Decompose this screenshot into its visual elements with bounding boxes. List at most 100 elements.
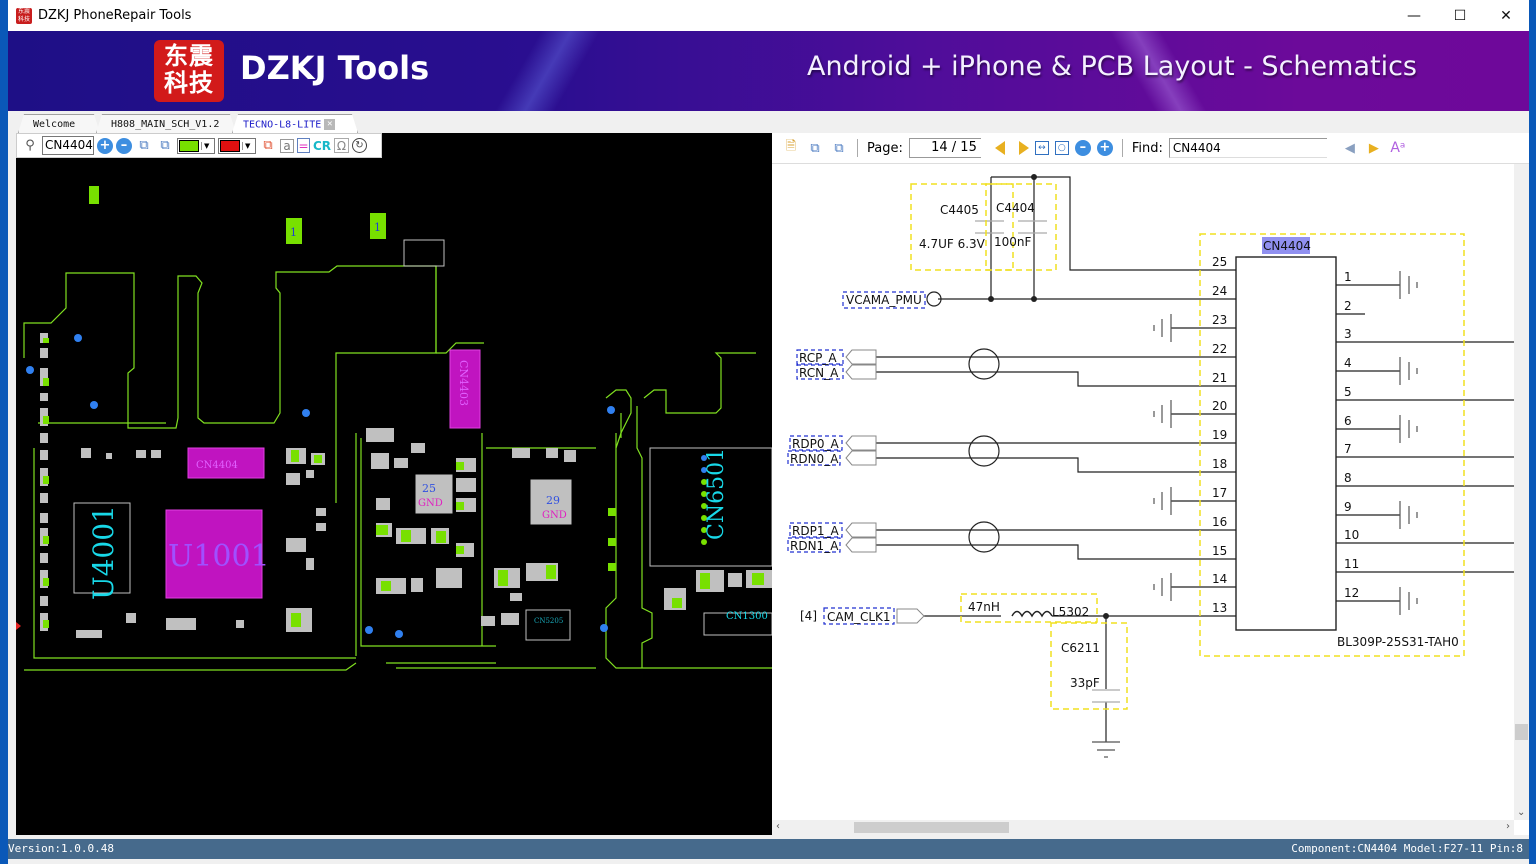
pad-1b-label: 1 (374, 221, 381, 234)
zoom-in-icon[interactable]: + (97, 137, 113, 154)
close-tab-icon[interactable]: ✕ (324, 119, 335, 130)
flip-horizontal-icon[interactable]: ⧉ (139, 138, 149, 153)
cr-icon[interactable]: CR (312, 138, 332, 153)
search-icon[interactable]: ⚲ (25, 138, 35, 153)
cn5205-label: CN5205 (534, 617, 563, 625)
component-info: Component:CN4404 Model:F27-11 Pin:8 (1291, 842, 1523, 855)
close-button[interactable]: ✕ (1500, 7, 1512, 24)
pin-2: 2 (1344, 299, 1352, 313)
flip-horizontal-icon[interactable]: ⧉ (810, 140, 820, 156)
net-vcama-pmu[interactable]: VCAMA_PMU (846, 293, 922, 307)
net-rdp0-a[interactable]: RDP0_A (792, 437, 839, 451)
vertical-scroll-thumb[interactable] (1515, 724, 1528, 740)
cn1300-footprint (703, 612, 772, 636)
equal-icon[interactable]: = (297, 138, 310, 153)
scroll-down-icon[interactable]: ⌄ (1517, 807, 1526, 818)
net-rdp1-a[interactable]: RDP1_A (792, 524, 839, 538)
ohm-icon[interactable]: Ω (334, 138, 349, 153)
pin-18: 18 (1212, 457, 1227, 471)
page-current: 14 (931, 140, 948, 155)
pcb-layout-viewer[interactable]: ⚲ CN4404 + – ⧉ ⧉ ▼ ▼ ⧉ a = CR Ω ↻ (16, 133, 772, 835)
pin-16: 16 (1212, 515, 1227, 529)
schematic-toolbar: 🗎 ⧉ ⧉ Page: 14 / 15 ↔ ○ – + Find: CN4404… (772, 133, 1529, 164)
cn4403-label: CN4403 (457, 360, 470, 406)
horizontal-scrollbar[interactable]: ‹ › (772, 820, 1514, 835)
net-cam-clk1[interactable]: CAM_CLK1 (827, 610, 891, 624)
text-a-icon[interactable]: a (280, 138, 294, 153)
pin-17: 17 (1212, 486, 1227, 500)
horizontal-scroll-thumb[interactable] (854, 822, 1009, 833)
gnd29-label: GND (542, 510, 567, 521)
cn4404-part: BL309P-25S31-TAH0 (1337, 635, 1459, 649)
green-pads (43, 338, 764, 628)
color-picker-green[interactable]: ▼ (177, 137, 215, 154)
l5302-value: 47nH (968, 600, 1000, 614)
scroll-right-icon[interactable]: › (1506, 821, 1510, 832)
cn6501-footprint (649, 447, 772, 567)
window-title: DZKJ PhoneRepair Tools (38, 8, 192, 23)
schematic-canvas[interactable]: CN4404 BL309P-25S31-TAH0 25 24 23 22 21 … (772, 164, 1514, 820)
inductor-l5302 (1011, 610, 1053, 618)
scroll-left-icon[interactable]: ‹ (776, 821, 780, 832)
find-input[interactable]: CN4404 (1168, 138, 1327, 158)
layers-icon[interactable]: ⧉ (263, 138, 273, 153)
cn4404-ref[interactable]: CN4404 (1263, 239, 1311, 253)
zoom-out-icon[interactable]: – (1074, 140, 1091, 156)
find-label: Find: (1131, 140, 1163, 156)
u1001-label: U1001 (168, 539, 270, 574)
previous-page-icon[interactable] (994, 141, 1005, 155)
net-rcp-a[interactable]: RCP_A (799, 351, 837, 365)
pcb-board-canvas[interactable]: CN4404 U1001 U4001 CN4403 CN6501 CN1300 … (16, 158, 772, 835)
right-pin-numbers: 1 2 3 4 5 6 7 8 9 10 11 12 (1344, 270, 1359, 600)
net-rdn1-a[interactable]: RDN1_A (790, 539, 839, 553)
brand-name: DZKJ Tools (240, 49, 430, 87)
pcb-toolbar: ⚲ CN4404 + – ⧉ ⧉ ▼ ▼ ⧉ a = CR Ω ↻ (16, 133, 382, 158)
component-pads (73, 186, 772, 641)
fit-width-icon[interactable]: ↔ (1034, 141, 1049, 155)
tab-welcome[interactable]: Welcome (18, 114, 100, 133)
pin-24: 24 (1212, 284, 1227, 298)
c4404-ref[interactable]: C4404 (996, 201, 1035, 215)
component-highlight-boxes (910, 183, 1465, 710)
cn5205-footprint (525, 609, 571, 641)
vertical-scrollbar[interactable]: ⌄ (1514, 164, 1529, 820)
pin-20: 20 (1212, 399, 1227, 413)
rotate-icon[interactable]: ↻ (352, 138, 367, 153)
page-number-input[interactable]: 14 / 15 (908, 138, 981, 158)
pointer-marker-icon (16, 622, 21, 630)
find-previous-icon[interactable]: ◀ (1344, 140, 1355, 156)
c6211-ref[interactable]: C6211 (1061, 641, 1100, 655)
find-next-icon[interactable]: ▶ (1368, 140, 1379, 156)
pin-11: 11 (1344, 557, 1359, 571)
pin-14: 14 (1212, 572, 1227, 586)
c4405-ref[interactable]: C4405 (940, 203, 979, 217)
brand-logo: 东震 科技 (154, 40, 224, 102)
pin-22: 22 (1212, 342, 1227, 356)
pin-21: 21 (1212, 371, 1227, 385)
next-page-icon[interactable] (1018, 141, 1029, 155)
cn4404-footprint (187, 447, 265, 479)
net-rdn0-a[interactable]: RDN0_A (790, 452, 839, 466)
gnd25-number: 25 (422, 482, 436, 495)
zoom-in-icon[interactable]: + (1096, 140, 1113, 156)
open-file-icon[interactable]: 🗎 (785, 139, 797, 154)
pin-1: 1 (1344, 270, 1352, 284)
zoom-out-icon[interactable]: – (116, 137, 132, 154)
tab-h808-main-sch[interactable]: H808_MAIN_SCH_V1.2 (96, 114, 236, 133)
flip-vertical-icon[interactable]: ⧉ (160, 138, 170, 153)
minimize-button[interactable]: — (1407, 7, 1421, 24)
pin-3: 3 (1344, 327, 1352, 341)
net-rcn-a[interactable]: RCN_A (799, 366, 839, 380)
color-picker-red[interactable]: ▼ (218, 137, 256, 154)
fit-page-icon[interactable]: ○ (1054, 141, 1069, 155)
maximize-button[interactable]: ☐ (1453, 7, 1467, 24)
pcb-search-input[interactable]: CN4404 (42, 136, 94, 155)
banner-tagline: Android + iPhone & PCB Layout - Schemati… (806, 51, 1417, 82)
l5302-ref[interactable]: L5302 (1052, 605, 1089, 619)
flip-vertical-icon[interactable]: ⧉ (834, 140, 844, 156)
capacitor-plates (975, 220, 1120, 703)
u4001-label: U4001 (87, 505, 120, 600)
tab-tecno-l8-lite[interactable]: TECNO-L8-LITE✕ (232, 114, 358, 133)
font-size-icon[interactable]: Aᵃ (1390, 140, 1406, 156)
u5338-chip (403, 239, 445, 267)
